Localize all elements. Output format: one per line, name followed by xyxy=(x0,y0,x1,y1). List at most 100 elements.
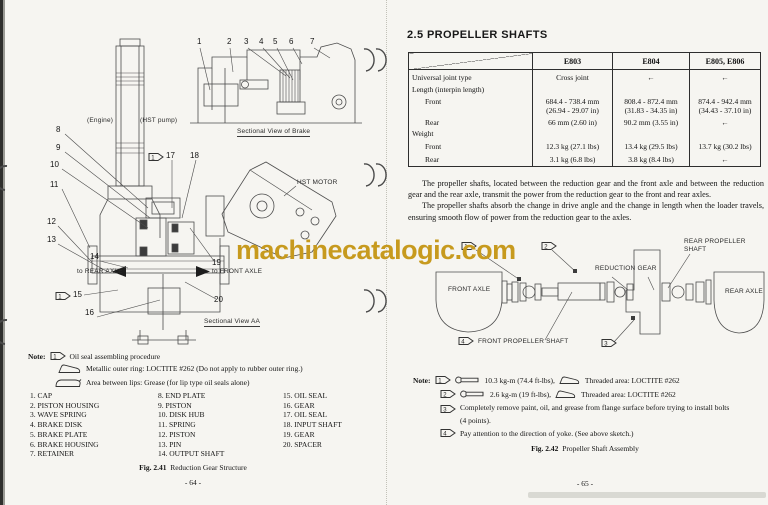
rear-propeller-shaft-label-line1: REAR PROPELLER xyxy=(684,238,746,245)
part-item: 14. OUTPUT SHAFT xyxy=(158,449,225,459)
front-propeller-shaft-label: 4 FRONT PROPELLER SHAFT xyxy=(458,336,568,346)
section-aa-caption: Sectional View AA xyxy=(204,318,261,327)
row-label: Rear xyxy=(425,118,440,127)
part-item: 4. BRAKE DISK xyxy=(30,420,83,430)
rear-axle-label: REAR AXLE xyxy=(725,288,763,295)
callout-11: 11 xyxy=(50,180,59,189)
part-item: 19. GEAR xyxy=(283,429,315,439)
front-axle-label: FRONT AXLE xyxy=(448,286,491,293)
oil-seal-icon xyxy=(555,390,576,398)
part-item: 12. PISTON xyxy=(158,429,196,439)
page-fold-line xyxy=(386,0,387,505)
callout-19: 19 xyxy=(212,258,221,267)
row-label: Front xyxy=(425,97,442,106)
brake-sectional-art xyxy=(190,42,362,124)
part-item: 9. PISTON xyxy=(158,400,192,410)
hst-motor-label: HST MOTOR xyxy=(297,179,338,186)
threaded-area-text: Threaded area: LOCTITE #262 xyxy=(584,375,680,385)
cell xyxy=(612,128,690,139)
figure-caption-241: Fig. 2.41 Reduction Gear Structure xyxy=(28,463,358,472)
svg-text:4: 4 xyxy=(443,431,447,437)
callout-2: 2 xyxy=(227,37,232,46)
to-rear-axle-label: to REAR AXLE xyxy=(77,268,123,275)
front-propeller-shaft-text: FRONT PROPELLER SHAFT xyxy=(478,337,569,345)
engine-label: (Engine) xyxy=(87,117,114,124)
oil-seal-icon xyxy=(58,364,81,373)
metallic-ring-text: Metallic outer ring: LOCTITE #262 (Do no… xyxy=(86,364,303,373)
part-item: 2. PISTON HOUSING xyxy=(30,400,100,410)
callout-13: 13 xyxy=(47,235,56,244)
cell: 12.3 kg (27.1 lbs) xyxy=(532,139,613,153)
threaded-area-text: Threaded area: LOCTITE #262 xyxy=(581,389,676,399)
col-header-e805-e806: E805, E806 xyxy=(689,52,761,70)
cell: 874.4 - 942.4 mm (34.43 - 37.10 in) xyxy=(689,95,761,117)
figure-number: Fig. 2.42 xyxy=(531,444,559,453)
svg-text:2: 2 xyxy=(544,244,548,250)
paragraph-1: The propeller shafts, located between th… xyxy=(408,179,764,200)
callout-8: 8 xyxy=(56,125,61,134)
scan-edge-line xyxy=(0,0,3,505)
flag-icon: 3 xyxy=(440,405,456,413)
cell: ← xyxy=(689,69,761,84)
flag-icon: 1 xyxy=(435,376,451,384)
cell: 66 mm (2.60 in) xyxy=(532,117,613,128)
rear-propeller-shaft-label-line2: SHAFT xyxy=(684,246,707,253)
callout-20: 20 xyxy=(214,295,223,304)
callout-14: 14 xyxy=(90,252,99,261)
flange-cleaning-text: Completely remove paint, oil, and grease… xyxy=(460,403,730,412)
cell xyxy=(532,84,613,95)
cell: 90.2 mm (3.55 in) xyxy=(612,117,690,128)
flag-icon: 3 xyxy=(601,339,617,347)
svg-text:3: 3 xyxy=(443,407,447,413)
watermark: machinecatalogic.com xyxy=(236,235,516,265)
diagonal-header-cell xyxy=(408,52,533,70)
cell: ← xyxy=(612,69,690,84)
row-label: Front xyxy=(425,142,442,151)
row-label: Length (interpin length) xyxy=(412,85,485,94)
cell: 3.1 kg (6.8 lbs) xyxy=(532,153,613,167)
parts-list-col2: 8. END PLATE 9. PISTON 10. DISK HUB 11. … xyxy=(158,391,224,459)
callout-6: 6 xyxy=(289,37,294,46)
callout-3: 3 xyxy=(244,37,249,46)
part-item: 20. SPACER xyxy=(283,439,322,449)
scan-smudge xyxy=(528,492,766,498)
part-item: 15. OIL SEAL xyxy=(283,391,328,400)
callout-18: 18 xyxy=(190,151,199,160)
figure-title: Reduction Gear Structure xyxy=(170,463,247,472)
paragraph-2: The propeller shafts absorb the change i… xyxy=(408,201,764,222)
torque-spec-text: 10.3 kg-m (74.4 ft-lbs), xyxy=(484,375,555,385)
brake-view-caption: Sectional View of Brake xyxy=(237,128,311,137)
row-label: Universal joint type xyxy=(412,73,472,82)
callout-15: 15 xyxy=(73,290,82,299)
callout-16: 16 xyxy=(85,308,94,317)
torque-wrench-icon xyxy=(460,390,484,398)
cell: 13.7 kg (30.2 lbs) xyxy=(689,139,761,153)
left-note-line2: Metallic outer ring: LOCTITE #262 (Do no… xyxy=(58,363,303,374)
part-item: 5. BRAKE PLATE xyxy=(30,429,88,439)
svg-text:3: 3 xyxy=(604,341,608,347)
svg-text:1: 1 xyxy=(438,378,442,384)
cell: ← xyxy=(689,153,761,167)
flange-cleaning-text-2: (4 points). xyxy=(460,416,491,425)
torque-wrench-icon xyxy=(454,376,478,384)
callout-10: 10 xyxy=(50,160,59,169)
oil-seal-icon xyxy=(559,376,580,384)
part-item: 6. BRAKE HOUSING xyxy=(30,439,99,449)
flag-icon: 1 xyxy=(461,242,477,250)
part-item: 1. CAP xyxy=(30,391,53,400)
page-number-65: - 65 - xyxy=(576,479,594,488)
parts-list-col3: 15. OIL SEAL 16. GEAR 17. OIL SEAL 18. I… xyxy=(283,391,342,449)
table-row: Rear 3.1 kg (6.8 lbs) 3.8 kg (8.4 lbs) ← xyxy=(409,153,761,167)
row-label: Rear xyxy=(425,155,440,164)
callout-12: 12 xyxy=(47,217,56,226)
hst-pump-label: (HST pump) xyxy=(140,117,178,124)
right-note-line2: 2 2.6 kg-m (19 ft-lbs), Threaded area: L… xyxy=(440,389,676,399)
part-item: 7. RETAINER xyxy=(30,449,74,459)
part-item: 17. OIL SEAL xyxy=(283,410,328,420)
part-item: 8. END PLATE xyxy=(158,391,206,400)
callout-9: 9 xyxy=(56,143,61,152)
cell: 808.4 - 872.4 mm (31.83 - 34.35 in) xyxy=(612,95,690,117)
table-row: Length (interpin length) xyxy=(409,84,761,95)
cell: 13.4 kg (29.5 lbs) xyxy=(612,139,690,153)
part-item: 13. PIN xyxy=(158,439,182,449)
